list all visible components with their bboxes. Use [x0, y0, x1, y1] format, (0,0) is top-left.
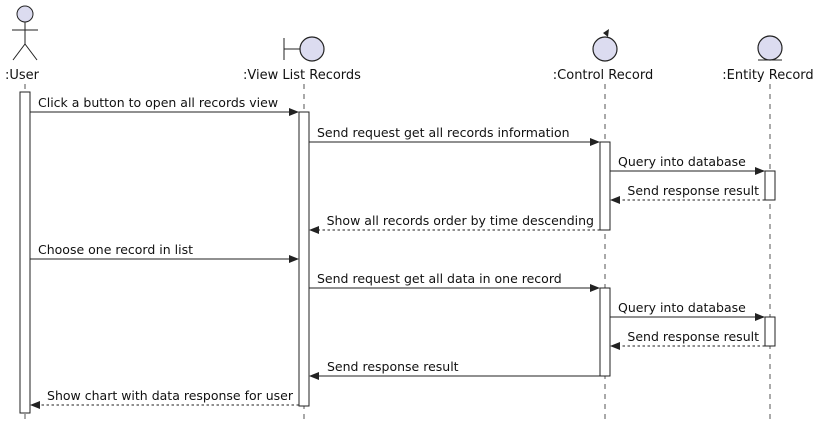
message-5: Show all records order by time descendin… [309, 213, 600, 234]
message-10: Send response result [309, 359, 600, 380]
message-3: Query into database [610, 154, 765, 175]
message-4: Send response result [610, 183, 765, 204]
message-2: Send request get all records information [309, 125, 600, 146]
boundary-icon [283, 36, 325, 62]
activation-user [19, 91, 31, 414]
svg-text:Choose one record in list: Choose one record in list [38, 242, 193, 257]
participant-label-control: :Control Record [553, 68, 653, 83]
message-7: Send request get all data in one record [309, 271, 600, 292]
message-9: Send response result [610, 329, 765, 350]
activation-entity-1 [764, 170, 776, 201]
svg-text:Show all records order by time: Show all records order by time descendin… [327, 213, 594, 228]
message-6: Choose one record in list [30, 242, 299, 263]
svg-text:Send response result: Send response result [627, 183, 759, 198]
activation-view [298, 111, 310, 407]
participant-label-view: :View List Records [243, 68, 361, 83]
activation-control-1 [599, 141, 611, 231]
control-icon [592, 29, 618, 62]
participant-label-entity: :Entity Record [722, 68, 813, 83]
svg-text:Send request get all records i: Send request get all records information [317, 125, 570, 140]
participant-label-user: :User [5, 68, 40, 83]
svg-text:Send request get all data in o: Send request get all data in one record [317, 271, 562, 286]
message-1: Click a button to open all records view [30, 95, 299, 116]
activation-entity-2 [764, 316, 776, 347]
svg-text:Send response result: Send response result [627, 329, 759, 344]
entity-icon [757, 35, 783, 61]
message-8: Query into database [610, 300, 765, 321]
svg-text:Query into database: Query into database [618, 154, 746, 169]
svg-text:Show chart with data response: Show chart with data response for user [47, 388, 294, 403]
svg-text:Send response result: Send response result [327, 359, 459, 374]
svg-text:Query into database: Query into database [618, 300, 746, 315]
svg-text:Click a button to open all rec: Click a button to open all records view [38, 95, 278, 110]
activation-control-2 [599, 287, 611, 377]
actor-icon [12, 5, 38, 61]
message-11: Show chart with data response for user [30, 388, 299, 409]
